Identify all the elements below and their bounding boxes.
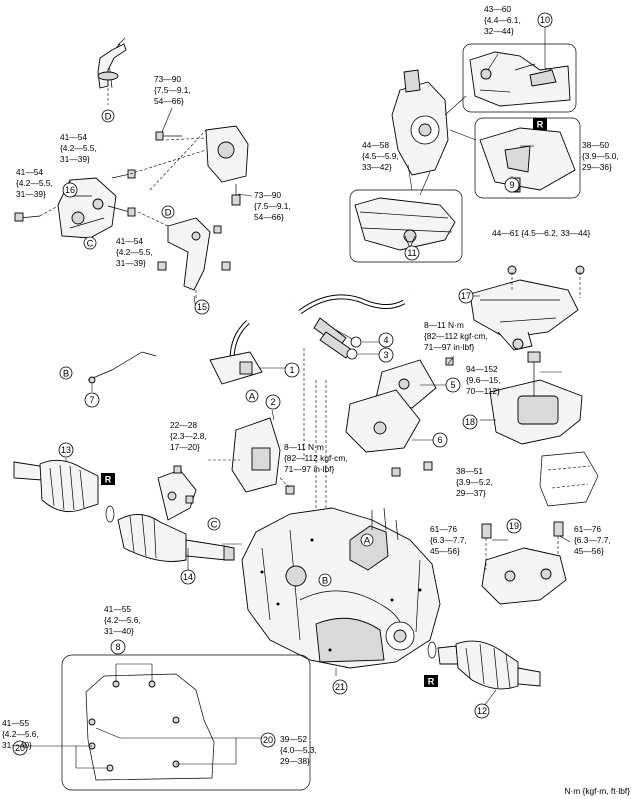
callout-11: 11: [407, 248, 416, 258]
svg-text:D: D: [105, 112, 112, 123]
right-driveshaft: [427, 640, 541, 707]
callout-14: 14: [183, 572, 193, 582]
callout-4: 4: [383, 335, 388, 345]
letter-a-case: [360, 533, 374, 547]
replace-mark-knuckle: R: [537, 120, 544, 130]
torque-spec-t17: 41—55 {4.2—5.6, 31—40}: [104, 604, 143, 636]
svg-text:C: C: [87, 239, 94, 250]
torque-spec-t10: 8—11 N·m {82—112 kgf·cm, 71—97 in·lbf}: [424, 320, 490, 352]
letter-d-mid: [161, 205, 175, 219]
letter-b-case: [318, 573, 332, 587]
torque-spec-t2: 73—90 {7.5—9.1, 54—66}: [154, 74, 193, 106]
bolt-pattern-inset: [28, 654, 311, 791]
replace-marks: R R R: [101, 118, 547, 687]
callout-15: 15: [197, 302, 207, 312]
torque-spec-t4: 38—50 {3.9—5.0, 29—36}: [582, 140, 621, 172]
callout-1: 1: [289, 365, 294, 375]
shift-bracket: [303, 348, 454, 520]
callout-20-right: 20: [263, 735, 273, 745]
callout-5: 5: [450, 380, 455, 390]
part-callouts: 1 2 3 4 5 6 7 8 9 10 11 12 13 14 15 16 1…: [12, 12, 553, 756]
callout-6: 6: [437, 435, 442, 445]
svg-text:D: D: [165, 208, 172, 219]
torque-spec-t6: 41—54 {4.2—5.5, 31—39}: [16, 167, 55, 199]
callout-13: 13: [61, 445, 71, 455]
svg-text:A: A: [249, 392, 256, 403]
letter-c-bottom: [207, 517, 221, 531]
letter-a-left: [245, 389, 259, 403]
callout-7: 7: [89, 395, 94, 405]
callout-12: 12: [477, 706, 487, 716]
letter-b-left: [59, 366, 73, 380]
transmission-case: [241, 507, 441, 676]
reference-letters: D D C C A A B B: [59, 109, 374, 587]
callout-19: 19: [509, 521, 519, 531]
callout-2: 2: [270, 397, 275, 407]
callout-20-left: 20: [15, 743, 25, 753]
units-note: N·m {kgf·m, ft·lbf}: [564, 786, 630, 796]
callout-3: 3: [383, 350, 388, 360]
transmission-mount: [469, 265, 599, 507]
svg-text:B: B: [322, 576, 328, 587]
svg-text:A: A: [364, 536, 371, 547]
callout-10: 10: [540, 15, 550, 25]
knuckle-inset: [349, 43, 581, 263]
letter-c-top: [83, 236, 97, 250]
svg-text:C: C: [211, 520, 218, 531]
torque-spec-t14: 38—51 {3.9—5.2, 29—37}: [456, 466, 495, 498]
rear-mount-bracket: [481, 521, 567, 605]
replace-mark-left-clip: R: [105, 475, 112, 485]
torque-spec-t12: 22—28 {2.3—2.8, 17—20}: [170, 420, 209, 452]
torque-spec-t1: 43—60 {4.4—6.1, 32—44}: [484, 4, 523, 36]
torque-specs: 43—60 {4.4—6.1, 32—44} 73—90 {7.5—9.1, 5…: [2, 4, 621, 766]
torque-spec-t9: 44—61 {4.5—6.2, 33—44}: [492, 228, 590, 238]
torque-spec-t16: 61—76 {6.3—7.7, 45—56}: [574, 524, 613, 556]
callout-8: 8: [115, 642, 120, 652]
torque-spec-t8: 41—54 {4.2—5.5, 31—39}: [116, 236, 155, 268]
callout-17: 17: [461, 291, 471, 301]
torque-spec-t19: 39—52 {4.0—5.3, 29—38}: [280, 734, 319, 766]
torque-spec-t15: 61—76 {6.3—7.7, 45—56}: [430, 524, 469, 556]
letter-d-top: [101, 109, 115, 123]
callout-21: 21: [335, 682, 345, 692]
torque-spec-t18: 41—55 {4.2—5.6, 31—40}: [2, 718, 41, 750]
torque-spec-t13: 8—11 N·m {82—112 kgf·cm, 71—97 in·lbf}: [284, 442, 350, 474]
callout-16: 16: [65, 185, 75, 195]
torque-spec-t5: 41—54 {4.2—5.5, 31—39}: [60, 132, 99, 164]
torque-spec-t7: 73—90 {7.5—9.1, 54—66}: [254, 190, 293, 222]
callout-9: 9: [509, 180, 514, 190]
left-driveshaft: [13, 409, 295, 562]
shift-cables: [87, 281, 413, 385]
callout-18: 18: [465, 417, 475, 427]
svg-text:B: B: [63, 369, 69, 380]
torque-spec-t11: 94—152 {9.6—15, 70—112}: [466, 364, 503, 396]
torque-spec-t3: 44—58 {4.5—5.9, 33—42}: [362, 140, 401, 172]
replace-mark-right-clip: R: [428, 677, 435, 687]
